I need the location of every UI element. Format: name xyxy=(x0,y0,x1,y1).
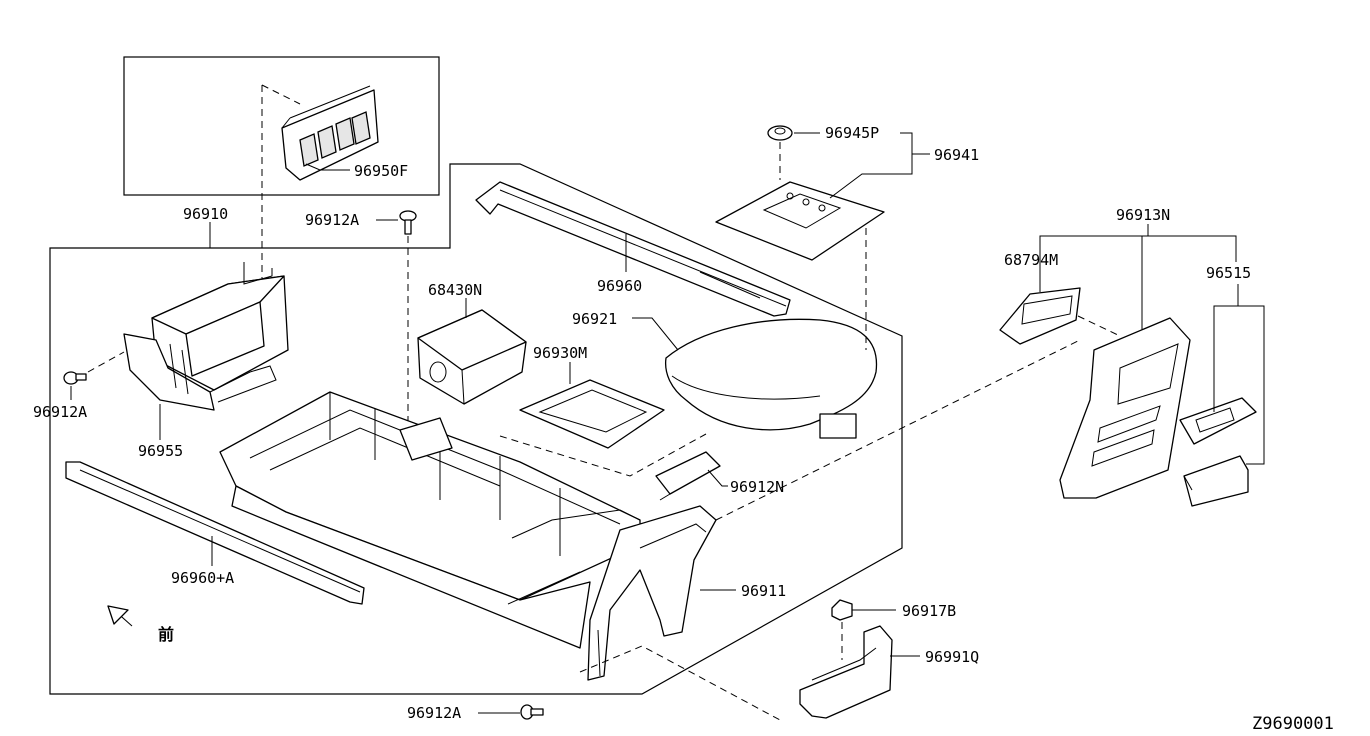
label-96912A-left: 96912A xyxy=(33,403,87,421)
storage-box-96910[interactable] xyxy=(123,262,289,411)
dash-screw-left xyxy=(87,351,125,373)
clip-96917B[interactable] xyxy=(831,599,853,621)
leader-96913N xyxy=(1039,235,1237,292)
armrest-lid-96921[interactable] xyxy=(664,318,878,439)
shift-panel-96941[interactable] xyxy=(715,181,885,261)
switch-panel-96950F[interactable] xyxy=(281,85,379,181)
label-96950F: 96950F xyxy=(354,162,408,180)
label-96917B: 96917B xyxy=(902,602,956,620)
rear-finisher-96913N[interactable] xyxy=(1059,317,1191,499)
label-96955: 96955 xyxy=(138,442,183,460)
label-96930M: 96930M xyxy=(533,344,587,362)
leader-96941 xyxy=(829,132,913,199)
side-trim-96960A[interactable] xyxy=(65,461,365,605)
label-96991Q: 96991Q xyxy=(925,648,979,666)
label-96912A-bottom: 96912A xyxy=(407,704,461,722)
label-96945P: 96945P xyxy=(825,124,879,142)
label-96941: 96941 xyxy=(934,146,979,164)
mat-96930M[interactable] xyxy=(519,379,665,449)
screw-96912A-bottom[interactable] xyxy=(520,704,544,720)
label-96960: 96960 xyxy=(597,277,642,295)
leader-96921 xyxy=(632,317,679,351)
cup-holder-68430N[interactable] xyxy=(417,309,527,405)
knob-96945P[interactable] xyxy=(767,125,793,141)
switch-96515-a[interactable] xyxy=(1179,397,1257,445)
console-body[interactable] xyxy=(219,391,641,649)
top-trim-96960[interactable] xyxy=(475,181,791,317)
front-arrow-icon xyxy=(107,605,133,627)
label-96921: 96921 xyxy=(572,310,617,328)
label-68794M: 68794M xyxy=(1004,251,1058,269)
switch-96515-b[interactable] xyxy=(1183,455,1249,507)
label-96515: 96515 xyxy=(1206,264,1251,282)
bracket-96991Q[interactable] xyxy=(799,625,893,719)
main-assembly-frame xyxy=(49,163,903,695)
inset-frame-96950F xyxy=(123,56,440,196)
label-96910: 96910 xyxy=(183,205,228,223)
leader-96950F xyxy=(305,163,350,171)
diagram-code: Z9690001 xyxy=(1252,714,1334,734)
vent-68794M[interactable] xyxy=(999,287,1081,345)
dash-96950F-top xyxy=(261,84,301,105)
label-96912N: 96912N xyxy=(730,478,784,496)
screw-96912A-left[interactable] xyxy=(63,371,87,385)
leader-96912N xyxy=(707,469,728,487)
label-68430N: 68430N xyxy=(428,281,482,299)
label-96912A-top: 96912A xyxy=(305,211,359,229)
label-96960A: 96960+A xyxy=(171,569,234,587)
dash-mat xyxy=(499,433,707,477)
label-96911: 96911 xyxy=(741,582,786,600)
leader-96515-right xyxy=(1238,305,1265,465)
dash-bracket-96991Q xyxy=(579,645,781,721)
leader-96515 xyxy=(1213,284,1239,412)
screw-96912A-top[interactable] xyxy=(399,210,417,235)
dash-vent xyxy=(1077,315,1121,337)
label-96913N: 96913N xyxy=(1116,206,1170,224)
bracket-96912N[interactable] xyxy=(655,451,721,501)
front-mark: 前 xyxy=(158,625,174,644)
dash-rear-finisher xyxy=(715,339,1081,521)
